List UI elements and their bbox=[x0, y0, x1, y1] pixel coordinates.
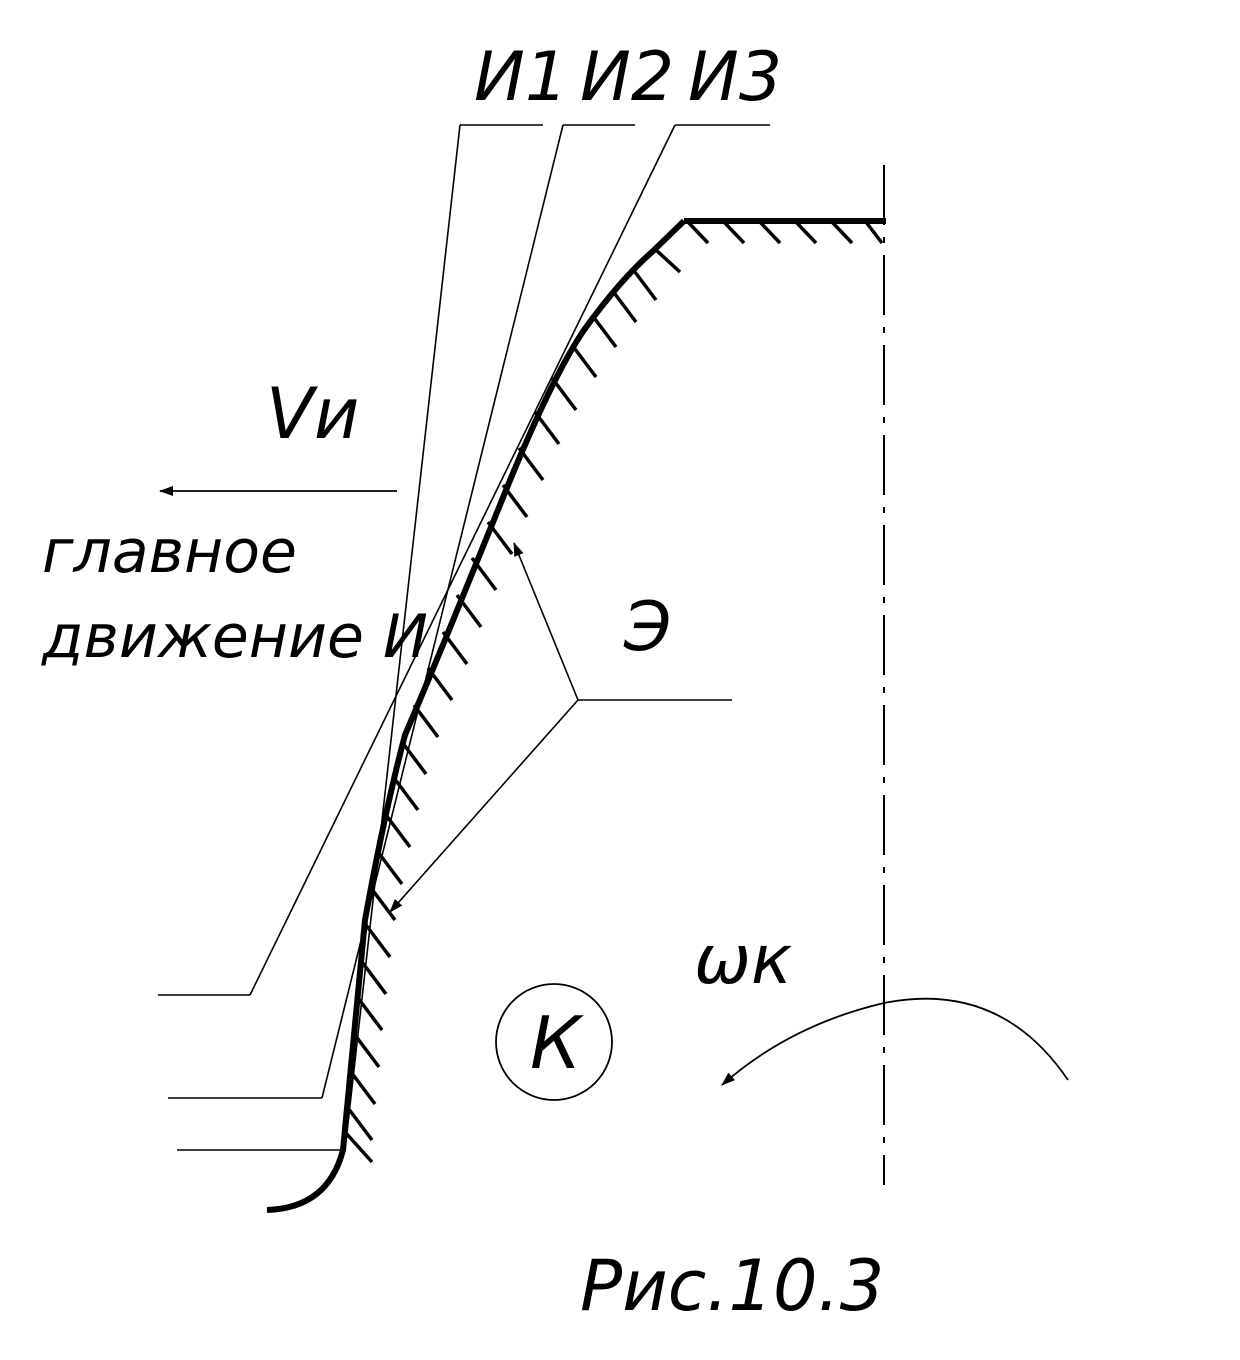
element-leader bbox=[389, 542, 732, 913]
tool-position-2 bbox=[168, 124, 635, 1099]
main-motion-label-line2: движение И bbox=[41, 602, 428, 672]
tool-position-1 bbox=[177, 124, 543, 1151]
generated-profile bbox=[266, 218, 687, 1213]
tool-2-label: И2 bbox=[580, 38, 674, 117]
element-label: Э bbox=[623, 588, 671, 667]
figure-caption: Рис.10.3 bbox=[580, 1245, 884, 1327]
part-label: К bbox=[530, 1001, 584, 1085]
velocity-label: Vи bbox=[266, 373, 359, 455]
rotation-arc bbox=[721, 997, 1069, 1086]
main-motion-label-line1: главное bbox=[42, 517, 297, 587]
tool-3-label: И3 bbox=[688, 38, 782, 117]
tool-position-3 bbox=[158, 124, 770, 996]
part-circle bbox=[495, 983, 613, 1101]
omega-label: ωк bbox=[694, 921, 792, 1000]
tool-1-label: И1 bbox=[474, 38, 568, 117]
